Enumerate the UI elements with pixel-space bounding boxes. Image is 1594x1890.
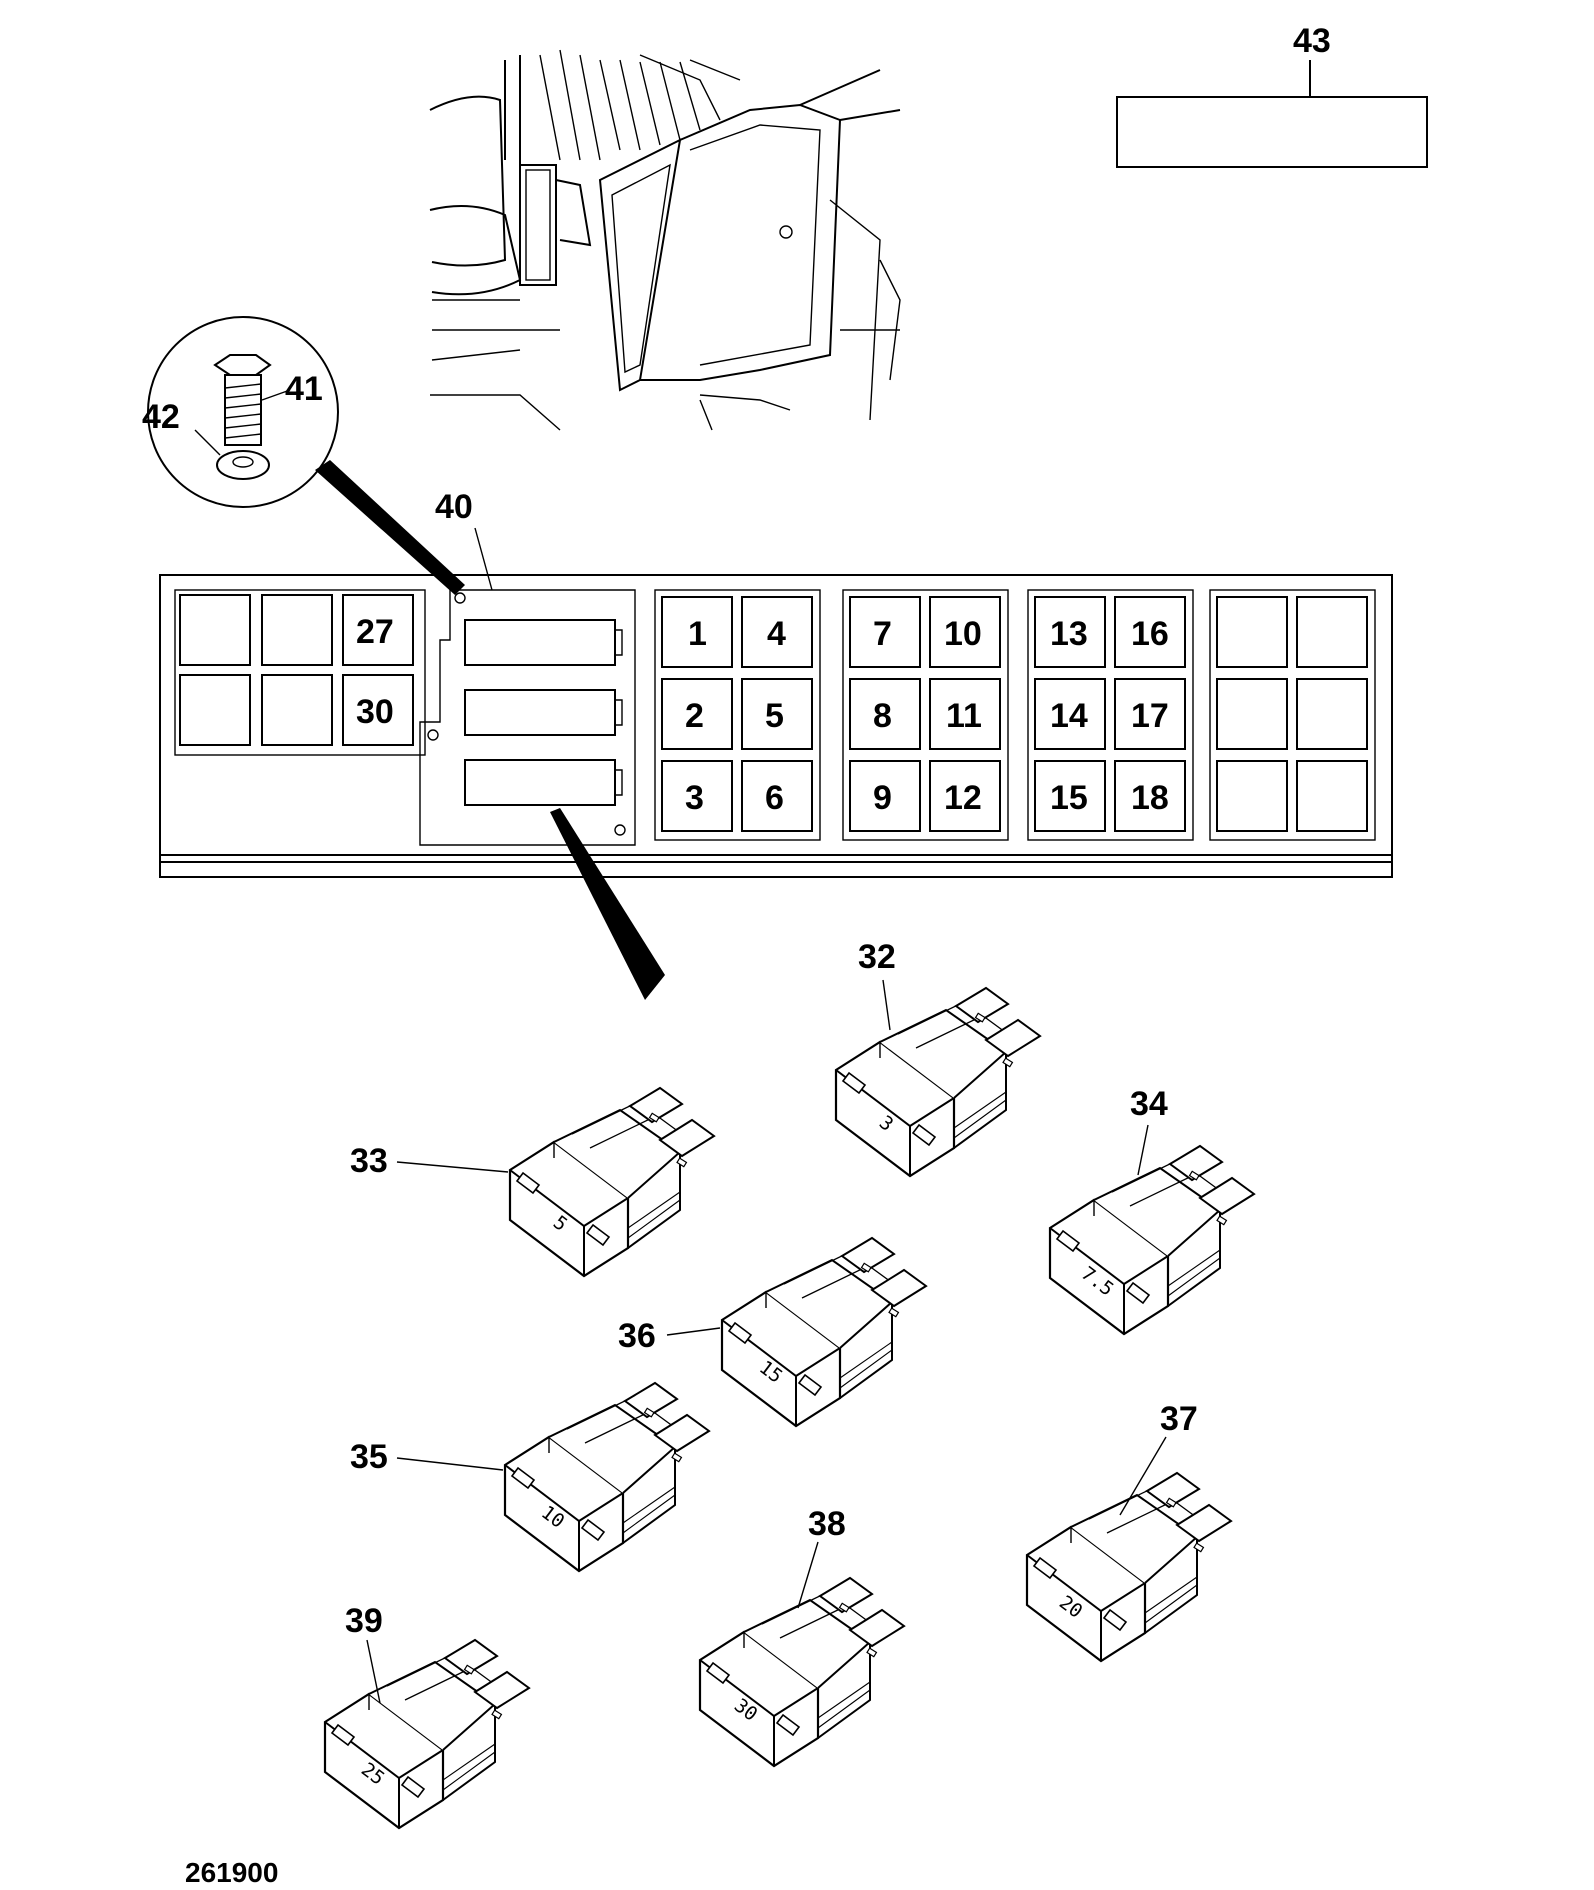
slot-18: 18 (1131, 779, 1169, 817)
slot-5: 5 (765, 697, 784, 735)
slot-12: 12 (944, 779, 982, 817)
fuse-38: 30 38 (698, 1505, 906, 1768)
fuse-32: 3 32 (834, 938, 1042, 1178)
slot-30: 30 (356, 693, 394, 731)
cab-interior-illustration (429, 49, 901, 431)
figure-reference-number: 261900 (185, 1857, 278, 1888)
callout-40: 40 (435, 488, 473, 526)
callout-32: 32 (858, 938, 896, 976)
slot-6: 6 (765, 779, 784, 817)
callout-34: 34 (1130, 1085, 1168, 1123)
blade-fuses: 3 32 5 33 7.5 34 10 35 15 (323, 938, 1256, 1830)
slot-2: 2 (685, 697, 704, 735)
slot-15: 15 (1050, 779, 1088, 817)
fuse-36: 15 36 (618, 1236, 928, 1428)
slot-13: 13 (1050, 615, 1088, 653)
slot-11: 11 (946, 697, 982, 735)
slot-27: 27 (356, 613, 394, 651)
slot-8: 8 (873, 697, 892, 735)
slot-14: 14 (1050, 697, 1088, 735)
slot-3: 3 (685, 779, 704, 817)
slot-7: 7 (873, 615, 892, 653)
callout-38: 38 (808, 1505, 846, 1543)
label-plate: 43 (1116, 22, 1428, 168)
fuse-slot-numbers: 27 30 1 2 3 4 5 6 7 8 9 10 11 12 13 14 1… (356, 613, 1169, 817)
slot-4: 4 (767, 615, 786, 653)
fuse-33: 5 33 (350, 1086, 716, 1278)
bolt-nut-inset: 41 42 (142, 316, 465, 595)
slot-1: 1 (688, 615, 707, 653)
callout-35: 35 (350, 1438, 388, 1476)
callout-39: 39 (345, 1602, 383, 1640)
callout-36: 36 (618, 1317, 656, 1355)
fuse-box-panel: 40 (159, 488, 1393, 1000)
fuse-35: 10 35 (350, 1381, 711, 1573)
slot-16: 16 (1131, 615, 1169, 653)
callout-37: 37 (1160, 1400, 1198, 1438)
slot-9: 9 (873, 779, 892, 817)
slot-17: 17 (1131, 697, 1169, 735)
callout-43: 43 (1293, 22, 1331, 60)
fuse-39: 25 39 (323, 1602, 531, 1830)
callout-33: 33 (350, 1142, 388, 1180)
callout-41: 41 (285, 370, 323, 408)
fuse-34: 7.5 34 (1048, 1085, 1256, 1336)
slot-10: 10 (944, 615, 982, 653)
fuse-37: 20 37 (1025, 1400, 1233, 1663)
callout-42: 42 (142, 398, 180, 436)
